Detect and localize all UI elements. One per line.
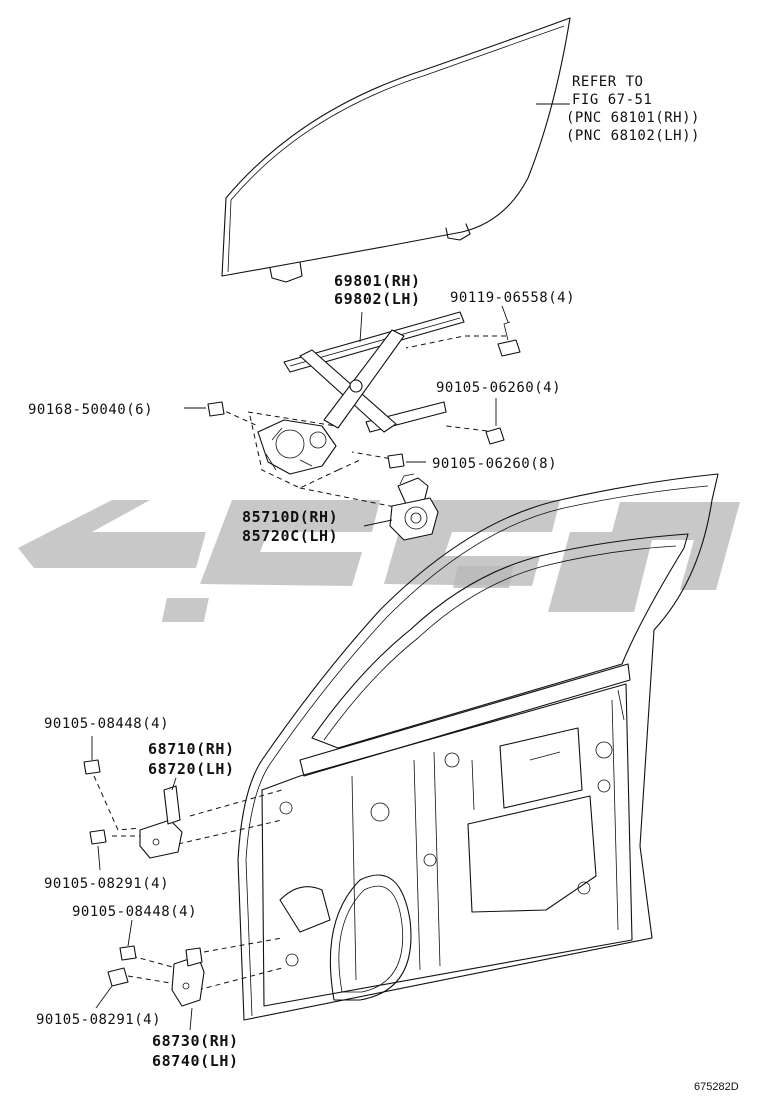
- bolt-icon: [119, 945, 137, 961]
- door-hinge-icon: [139, 785, 183, 859]
- glass-ref-line-2: FIG 67-51: [572, 92, 652, 108]
- bolt-icon: [497, 321, 521, 357]
- bolt-label-90105-08291-lower: 90105-08291(4): [36, 1012, 161, 1028]
- door-hinge-icon: [171, 947, 205, 1007]
- bolt-label-90105-08448-upper: 90105-08448(4): [44, 716, 169, 732]
- bolt-icon: [83, 759, 101, 775]
- door-panel-icon: [237, 473, 719, 1021]
- bolt-icon: [207, 401, 225, 417]
- watermark-logo-icon: [18, 500, 740, 622]
- regulator-motor-icon: [389, 473, 439, 541]
- bolt-label-90105-06260-4: 90105-06260(4): [436, 380, 561, 396]
- door-glass-icon: [221, 17, 571, 283]
- bolt-icon: [387, 453, 405, 469]
- lower-hinge-label-lh: 68740(LH): [152, 1052, 239, 1070]
- glass-ref-line-3: (PNC 68101(RH)): [566, 110, 700, 126]
- regulator-label-rh: 69801(RH): [334, 272, 421, 290]
- motor-label-lh: 85720C(LH): [242, 527, 338, 545]
- upper-hinge-label-rh: 68710(RH): [148, 740, 235, 758]
- regulator-label-lh: 69802(LH): [334, 290, 421, 308]
- bolt-icon: [89, 829, 107, 845]
- window-regulator-icon: [257, 311, 465, 475]
- upper-hinge-label-lh: 68720(LH): [148, 760, 235, 778]
- figure-id: 675282D: [694, 1081, 739, 1093]
- bolt-icon: [485, 427, 505, 445]
- bolt-label-90105-08291-upper: 90105-08291(4): [44, 876, 169, 892]
- glass-ref-line-4: (PNC 68102(LH)): [566, 128, 700, 144]
- bolt-label-90105-06260-8: 90105-06260(8): [432, 456, 557, 472]
- bolt-label-90168-50040: 90168-50040(6): [28, 402, 153, 418]
- bolt-label-90105-08448-lower: 90105-08448(4): [72, 904, 197, 920]
- bolt-icon: [107, 967, 129, 987]
- lower-hinge-label-rh: 68730(RH): [152, 1032, 239, 1050]
- bolt-label-90119-06558: 90119-06558(4): [450, 290, 575, 306]
- motor-label-rh: 85710D(RH): [242, 508, 338, 526]
- glass-ref-line-1: REFER TO: [572, 74, 643, 90]
